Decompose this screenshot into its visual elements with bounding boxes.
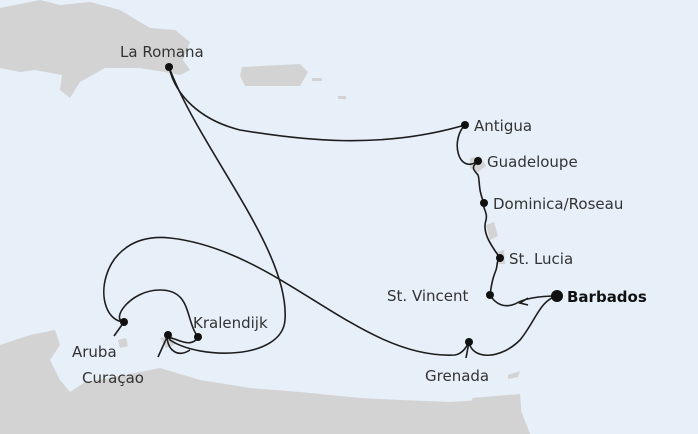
label-antigua: Antigua: [474, 117, 532, 135]
virgin-islands: [312, 78, 346, 99]
port-marker-dominica[interactable]: [480, 199, 488, 207]
label-kralendijk: Kralendijk: [193, 314, 268, 332]
curacao-leader: [157, 334, 169, 358]
label-curacao: Curaçao: [82, 369, 144, 387]
port-marker-barbados[interactable]: [551, 290, 563, 302]
aruba-island: [118, 338, 128, 348]
south-america: [0, 330, 530, 434]
label-st-lucia: St. Lucia: [509, 250, 573, 268]
port-marker-grenada[interactable]: [465, 338, 473, 346]
tobago: [508, 371, 520, 379]
port-marker-st-vincent[interactable]: [486, 291, 494, 299]
port-marker-curacao[interactable]: [164, 331, 172, 339]
port-marker-antigua[interactable]: [461, 121, 469, 129]
label-st-vincent: St. Vincent: [387, 287, 469, 305]
hispaniola: [0, 0, 190, 98]
puerto-rico: [240, 64, 308, 86]
martinique: [486, 222, 498, 240]
label-guadeloupe: Guadeloupe: [487, 153, 578, 171]
route-antigua-la-romana: [168, 66, 466, 142]
trinidad: [472, 394, 522, 420]
label-la-romana: La Romana: [120, 43, 204, 61]
route-grenada-barbados: [468, 295, 558, 356]
route: [103, 66, 558, 359]
route-barbados-st-vincent: [489, 294, 558, 307]
port-marker-st-lucia[interactable]: [496, 254, 504, 262]
port-marker-guadeloupe[interactable]: [474, 157, 482, 165]
label-aruba: Aruba: [72, 343, 117, 361]
port-markers: [120, 63, 563, 346]
route-la-romana-kralendijk: [168, 66, 286, 354]
route-guadeloupe-antigua: [456, 124, 479, 165]
route-aruba-grenada: [103, 236, 470, 356]
port-marker-aruba[interactable]: [120, 318, 128, 326]
route-arrow: [517, 297, 529, 306]
route-kralendijk-curacao: [118, 289, 199, 338]
port-marker-kralendijk[interactable]: [194, 333, 202, 341]
label-barbados: Barbados: [567, 288, 647, 306]
label-dominica: Dominica/Roseau: [493, 195, 623, 213]
port-labels: La Romana Antigua Guadeloupe Dominica/Ro…: [72, 43, 647, 387]
route-st-lucia-dominica: [482, 202, 501, 259]
port-marker-la-romana[interactable]: [165, 63, 173, 71]
label-grenada: Grenada: [425, 367, 489, 385]
land-masses: [0, 0, 530, 434]
route-dominica-guadeloupe: [472, 160, 485, 204]
